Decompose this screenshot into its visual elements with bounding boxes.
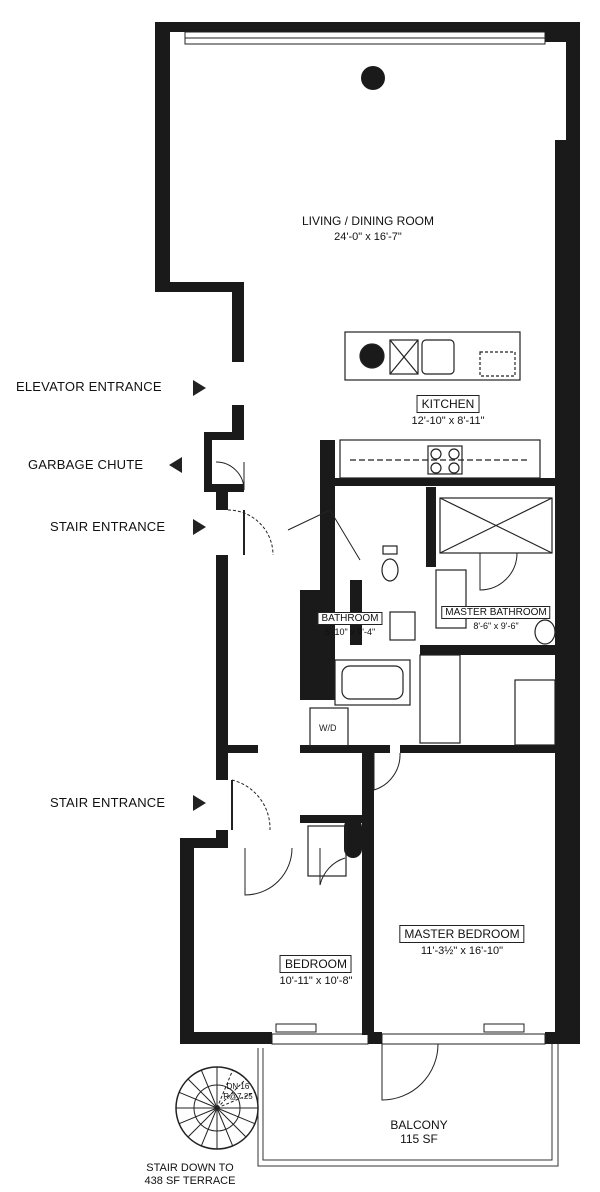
stair-label-line1: STAIR DOWN TO [146,1162,234,1174]
kitchen-counters [339,331,541,479]
room-name: BALCONY [390,1118,448,1132]
stair-label-line2: 438 SF TERRACE [144,1175,236,1187]
room-dimensions: 11'-3½" x 16'-10" [420,945,504,957]
spiral-stair [175,1066,259,1150]
stair-tread [216,1069,234,1109]
room-living-dining: LIVING / DINING ROOM 24'-0" x 16'-7" [297,213,439,243]
room-name: MASTER BATHROOM [441,606,551,619]
room-name: MASTER BEDROOM [399,925,525,943]
room-dimensions: 8'-6" x 9'-6" [473,621,519,631]
stair-note: DN 16 R@7.25 [223,1082,252,1102]
stair-entrance-label: STAIR ENTRANCE [50,519,166,534]
doors [215,461,518,1101]
stair-down-label: STAIR DOWN TO 438 SF TERRACE [145,1162,236,1188]
room-dimensions: 5'-10" x 9'-4" [324,627,376,637]
stair-entrance-label-2: STAIR ENTRANCE [50,795,166,810]
stair-tread [187,1078,218,1109]
arrow-right-icon [193,519,206,535]
stair-tread [187,1107,218,1138]
room-name: BEDROOM [279,955,352,973]
entrance-arrows [169,380,206,811]
column [361,66,385,90]
room-dimensions: 115 SF [400,1132,438,1146]
arrow-right-icon [193,795,206,811]
stair-tread [200,1069,218,1109]
room-balcony: BALCONY 115 SF [390,1118,447,1146]
room-kitchen: KITCHEN 12'-10" x 8'-11" [411,395,485,427]
room-bedroom: BEDROOM 10'-11" x 10'-8" [279,955,353,987]
room-dimensions: 10'-11" x 10'-8" [279,975,353,987]
room-master-bedroom: MASTER BEDROOM 11'-3½" x 16'-10" [399,925,525,957]
room-name: KITCHEN [416,395,480,413]
stair-tread [200,1107,218,1147]
room-master-bathroom: MASTER BATHROOM 8'-6" x 9'-6" [441,606,551,631]
arrow-right-icon [193,380,206,396]
balcony-outline [257,1044,559,1167]
room-name: LIVING / DINING ROOM [297,213,439,229]
bath-fixtures: W/D [307,497,556,877]
room-dimensions: 24'-0" x 16'-7" [334,231,402,243]
interior-walls [228,140,570,1040]
room-dimensions: 12'-10" x 8'-11" [411,415,485,427]
wd-label: W/D [319,723,337,733]
stair-tread [216,1091,256,1109]
stair-note-line2: R@7.25 [223,1092,253,1101]
stair-tread [178,1091,218,1109]
room-bathroom: BATHROOM 5'-10" x 9'-4" [317,612,383,637]
stair-tread [178,1107,218,1125]
room-name: BATHROOM [317,612,383,625]
garbage-chute-label: GARBAGE CHUTE [28,457,144,472]
stair-note-line1: DN 16 [226,1082,250,1091]
stair-tread [216,1078,247,1109]
exterior-walls [155,22,580,1044]
elevator-entrance-label: ELEVATOR ENTRANCE [16,379,162,394]
stair-tread [216,1107,247,1138]
windows [184,31,546,1045]
stair-tread [216,1107,256,1125]
arrow-left-icon [169,457,182,473]
stair-tread [216,1107,234,1147]
